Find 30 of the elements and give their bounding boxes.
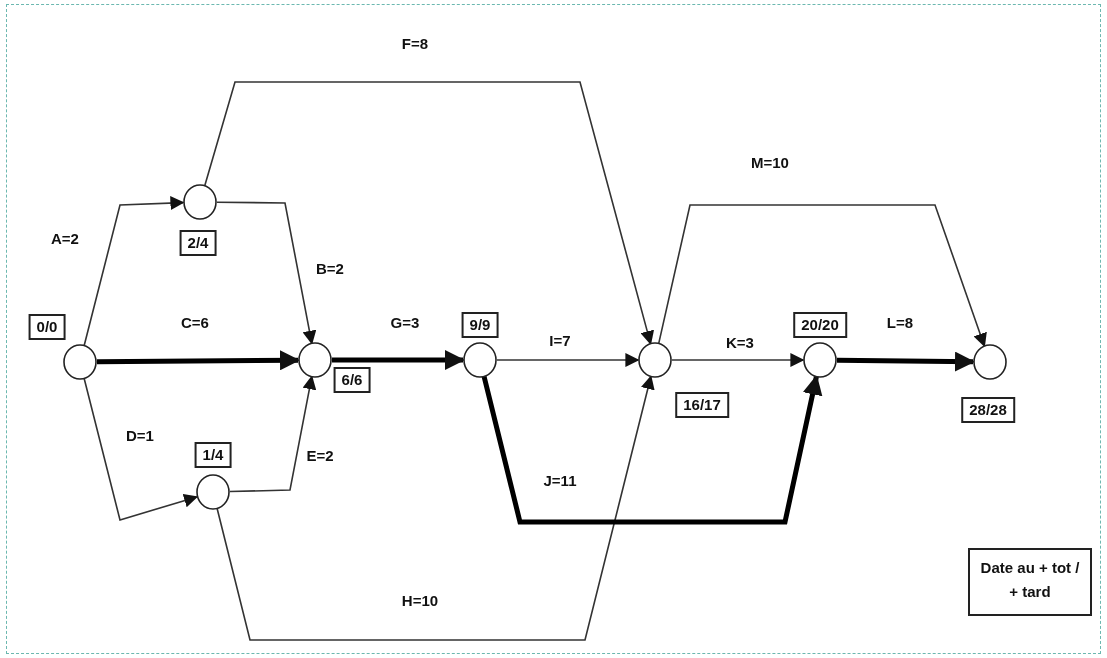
date-box: 28/28 (961, 397, 1015, 423)
arrow (203, 81, 655, 345)
date-box: 16/17 (675, 392, 729, 418)
event-circle (196, 474, 230, 510)
event-circle (463, 342, 497, 378)
date-box: 0/0 (28, 314, 66, 340)
arrow (83, 377, 199, 521)
date-box: 6/6 (333, 367, 371, 393)
event-circle (183, 184, 217, 220)
arrow (229, 375, 317, 493)
date-box: 9/9 (461, 312, 499, 338)
event-circle (803, 342, 837, 378)
key-box: Date au + tot / + tard (968, 548, 1092, 616)
date-box: 1/4 (194, 442, 232, 468)
arrow (657, 204, 987, 348)
arrow (216, 375, 655, 641)
date-box: 2/4 (179, 230, 217, 256)
arrow (836, 351, 975, 372)
arrow (332, 350, 465, 370)
arrow (96, 350, 300, 371)
date-box: 20/20 (793, 312, 847, 338)
event-circle (638, 342, 672, 378)
arrow (496, 353, 640, 367)
event-circle (298, 342, 332, 378)
arrow (481, 374, 823, 525)
arrow (83, 196, 185, 347)
arrow (671, 353, 805, 367)
event-circle (973, 344, 1007, 380)
arrow (216, 201, 317, 345)
event-circle (63, 344, 97, 380)
